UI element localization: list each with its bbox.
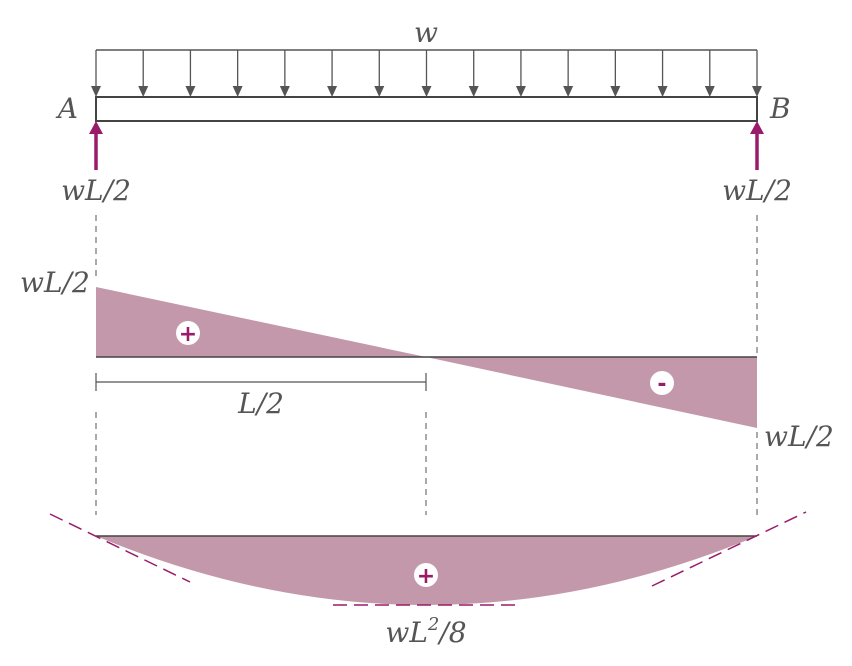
- reaction-b-label: wL/2: [722, 174, 792, 207]
- down-arrow-icon: [279, 86, 290, 97]
- down-arrow-icon: [327, 86, 338, 97]
- down-arrow-icon: [610, 86, 621, 97]
- down-arrow-icon: [185, 86, 196, 97]
- down-arrow-icon: [468, 86, 479, 97]
- beam: [95, 96, 758, 122]
- shear-diagram: wL/2 wL/2 + -: [20, 266, 834, 453]
- down-arrow-icon: [138, 86, 149, 97]
- down-arrow-icon: [515, 86, 526, 97]
- reaction-a-label: wL/2: [61, 174, 131, 207]
- load-arrows: [91, 50, 762, 97]
- shear-positive-region: [96, 287, 426, 357]
- guide-lines: [95, 215, 758, 515]
- shear-positive-sign: +: [176, 321, 200, 347]
- tangent-left: [49, 513, 191, 583]
- moment-tangents: [49, 511, 807, 606]
- distributed-load: w: [91, 16, 762, 97]
- circle-sign-icon: [650, 371, 674, 395]
- down-arrow-icon: [563, 86, 574, 97]
- down-arrow-icon: [704, 86, 715, 97]
- moment-max-label: wL2/8: [385, 614, 466, 649]
- shear-negative-region: [426, 357, 757, 428]
- svg-text:-: -: [657, 372, 666, 397]
- support-b-label: B: [769, 92, 791, 125]
- moment-positive-sign: +: [414, 563, 438, 589]
- down-arrow-icon: [91, 86, 101, 97]
- shear-left-label: wL/2: [20, 266, 90, 299]
- reaction-a-arrow: [89, 121, 103, 170]
- down-arrow-icon: [657, 86, 668, 97]
- down-arrow-icon: [232, 86, 243, 97]
- circle-sign-icon: [176, 321, 200, 345]
- half-span-label: L/2: [237, 387, 284, 420]
- support-a-label: A: [55, 92, 78, 125]
- svg-text:+: +: [417, 564, 435, 589]
- svg-text:+: +: [179, 322, 197, 347]
- tangent-right: [651, 511, 807, 587]
- down-arrow-icon: [421, 86, 432, 97]
- reaction-b-arrow: [750, 121, 764, 170]
- down-arrow-icon: [752, 86, 762, 97]
- half-span-dimension: L/2: [95, 373, 427, 420]
- load-label: w: [414, 16, 438, 49]
- moment-diagram: + wL2/8: [49, 511, 807, 649]
- shear-right-label: wL/2: [764, 420, 834, 453]
- down-arrow-icon: [374, 86, 385, 97]
- shear-negative-sign: -: [650, 371, 674, 397]
- circle-sign-icon: [414, 563, 438, 587]
